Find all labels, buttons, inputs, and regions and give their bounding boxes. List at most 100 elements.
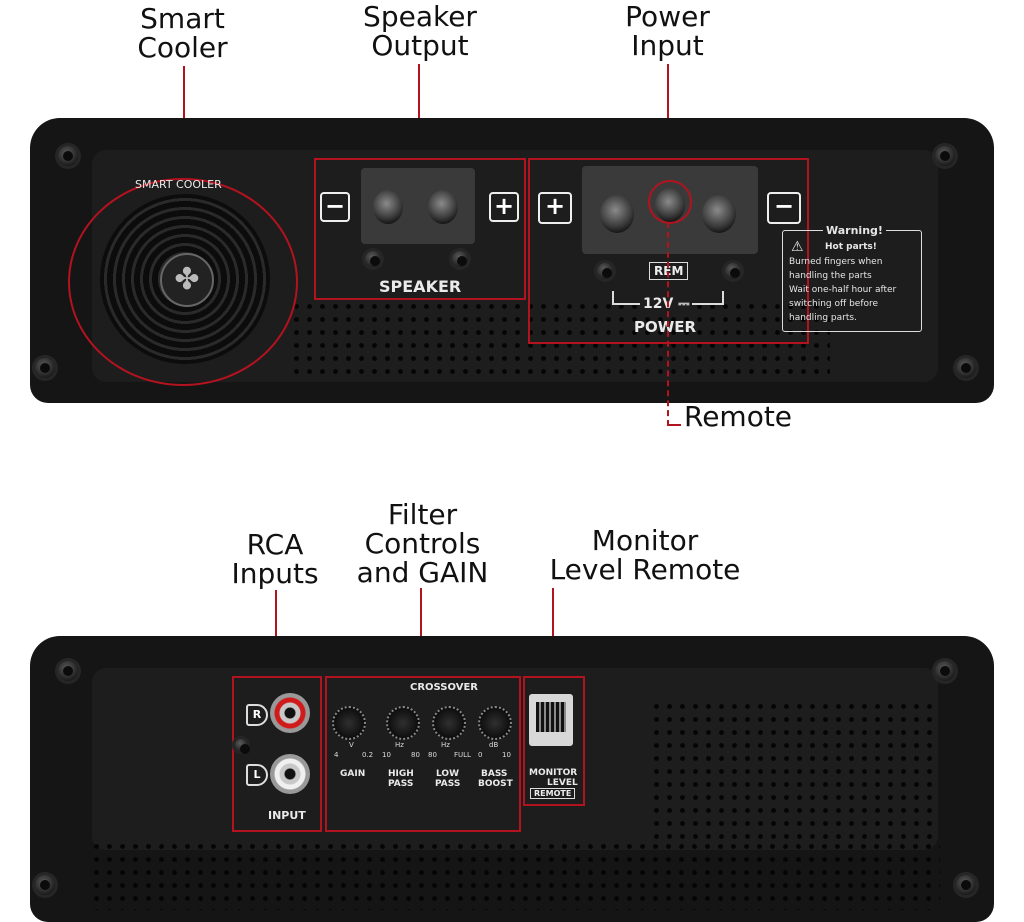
callout-line: Monitor	[591, 524, 699, 557]
plus-icon: +	[489, 192, 519, 222]
monitor-label: MONITOR	[529, 768, 578, 778]
smart-cooler-label: SMART COOLER	[135, 178, 222, 191]
knob-unit: Hz	[395, 741, 404, 749]
remote-leader	[667, 222, 669, 426]
knob-name: BASS	[481, 769, 508, 779]
rj-port-icon[interactable]	[529, 694, 573, 746]
callout-speaker-output: Speaker Output	[345, 2, 495, 60]
rca-l-badge: L	[246, 764, 268, 786]
callout-rca-inputs: RCA Inputs	[220, 530, 330, 588]
gain-knob[interactable]	[332, 706, 366, 740]
warning-line: handling the parts	[789, 271, 872, 281]
bass-boost-knob[interactable]	[478, 706, 512, 740]
smart-cooler-highlight	[68, 178, 298, 386]
warning-line: switching off before	[789, 299, 879, 309]
warning-title: Warning!	[823, 224, 886, 237]
ground-terminal-screw	[702, 195, 736, 233]
power-label: POWER	[634, 318, 697, 336]
callout-line: Smart	[140, 2, 225, 35]
knob-max: 80	[411, 751, 420, 759]
remote-leader-horizontal	[667, 424, 681, 426]
vent-grille	[290, 300, 830, 380]
speaker-label: SPEAKER	[379, 277, 462, 296]
screw-icon	[449, 248, 471, 270]
warning-line: Wait one-half hour after	[789, 285, 897, 295]
rj-port-opening	[536, 702, 566, 732]
knob-name: HIGH	[388, 769, 414, 779]
leader-line	[275, 590, 277, 676]
screw-icon	[32, 872, 58, 898]
callout-power-input: Power Input	[600, 2, 735, 60]
remote-tag: REMOTE	[530, 788, 576, 799]
screw-icon	[953, 355, 979, 381]
vent-grille	[90, 840, 940, 910]
callout-line: Level Remote	[549, 553, 741, 586]
input-label: INPUT	[268, 809, 306, 822]
warning-line: handling parts.	[789, 313, 857, 323]
callout-filter-controls: Filter Controls and GAIN	[345, 500, 500, 587]
rca-left-jack	[270, 754, 310, 794]
callout-line: Cooler	[137, 31, 228, 64]
screw-icon	[232, 736, 250, 754]
knob-unit: dB	[489, 741, 499, 749]
leader-line	[667, 64, 669, 158]
speaker-output-highlight	[314, 158, 526, 300]
speaker-terminal-screw	[373, 190, 403, 224]
knob-max: 0.2	[362, 751, 374, 759]
knob-unit: V	[349, 741, 354, 749]
warning-subtitle: Hot parts!	[825, 242, 877, 252]
rca-right-jack	[270, 693, 310, 733]
knob-name: BOOST	[478, 779, 513, 789]
callout-line: Power	[625, 0, 710, 33]
callout-line: Inputs	[231, 557, 319, 590]
knob-min: 80	[428, 751, 437, 759]
power-voltage-label: 12V ⎓	[640, 296, 693, 312]
knob-name: LOW	[436, 769, 459, 779]
callout-line: Controls	[364, 527, 481, 560]
leader-line	[420, 588, 422, 676]
dc-symbol: ⎓	[673, 296, 690, 312]
screw-icon	[594, 260, 616, 282]
callout-line: Speaker	[363, 0, 477, 33]
knob-max: 10	[502, 751, 511, 759]
screw-icon	[362, 248, 384, 270]
crossover-label: CROSSOVER	[410, 682, 478, 693]
screw-icon	[953, 872, 979, 898]
hot-surface-icon: ⚠	[791, 239, 804, 255]
screw-icon	[55, 143, 81, 169]
screw-icon	[932, 658, 958, 684]
callout-line: Filter	[387, 498, 458, 531]
speaker-terminal-screw	[428, 190, 458, 224]
minus-icon: −	[320, 192, 350, 222]
rca-r-badge: R	[246, 704, 268, 726]
callout-line: Input	[631, 29, 704, 62]
screw-icon	[55, 658, 81, 684]
knob-min: 0	[478, 751, 483, 759]
knob-min: 10	[382, 751, 391, 759]
callout-line: RCA	[246, 528, 304, 561]
knob-name: PASS	[435, 779, 461, 789]
callout-remote: Remote	[684, 400, 793, 433]
voltage-text: 12V	[643, 296, 674, 312]
low-pass-knob[interactable]	[432, 706, 466, 740]
rca-inputs-highlight	[232, 676, 322, 832]
callout-monitor-level: Monitor Level Remote	[545, 526, 745, 584]
minus-icon: −	[767, 192, 801, 224]
remote-terminal-highlight	[648, 180, 692, 224]
warning-line: Burned fingers when	[789, 257, 883, 267]
power-terminal-screw	[600, 195, 634, 233]
leader-line	[552, 588, 554, 676]
leader-line	[418, 64, 420, 158]
knob-min: 4	[334, 751, 339, 759]
callout-line: and GAIN	[356, 556, 489, 589]
vent-grille	[650, 700, 940, 840]
level-label: LEVEL	[547, 778, 578, 788]
knob-unit: Hz	[441, 741, 450, 749]
knob-name: PASS	[388, 779, 414, 789]
high-pass-knob[interactable]	[386, 706, 420, 740]
screw-icon	[722, 260, 744, 282]
screw-icon	[932, 143, 958, 169]
knob-name: GAIN	[340, 769, 366, 779]
monitor-level-highlight	[523, 676, 585, 806]
callout-smart-cooler: Smart Cooler	[120, 4, 245, 62]
